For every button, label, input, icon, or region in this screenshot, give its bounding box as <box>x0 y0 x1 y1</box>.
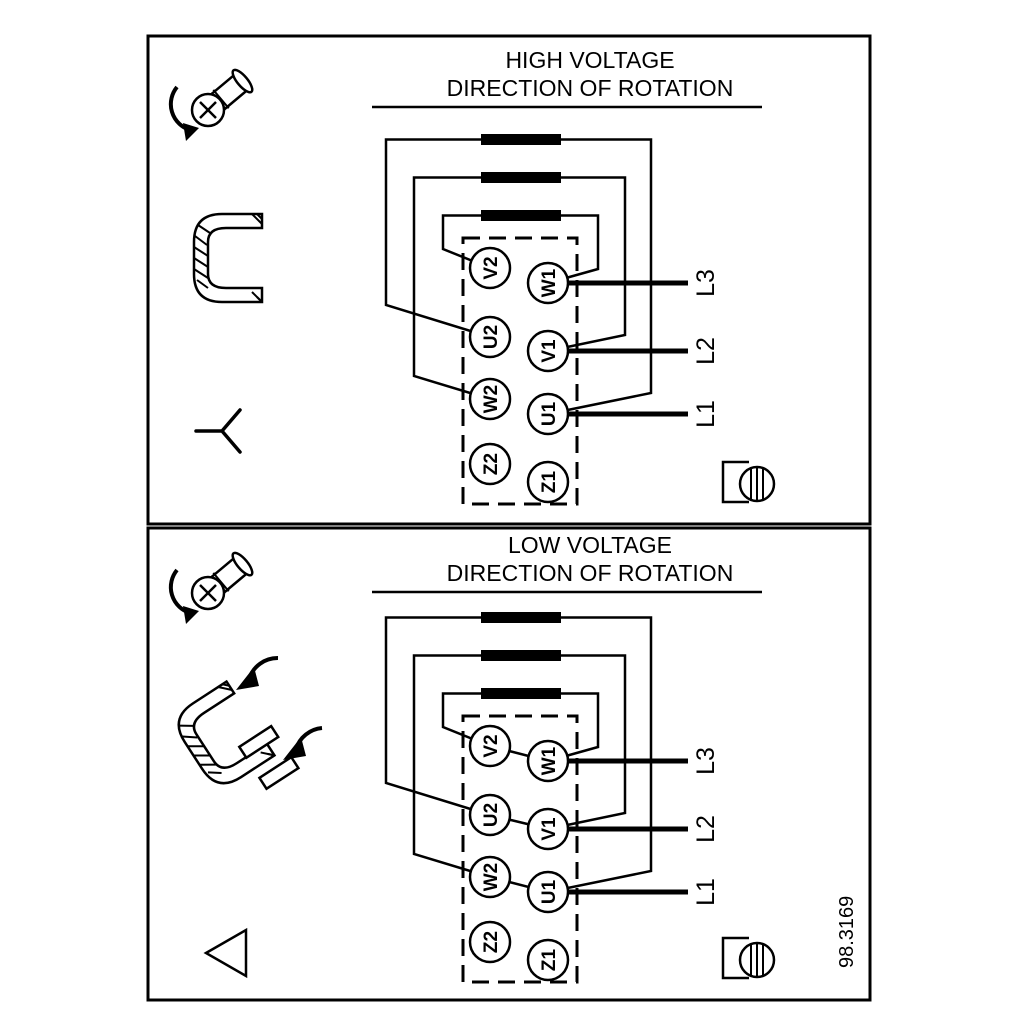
earth-terminal-icon <box>721 936 776 980</box>
jumper-wires <box>384 616 653 894</box>
supply-line-label-l2: L2 <box>692 337 720 365</box>
panel-border <box>146 526 872 1002</box>
svg-text:W2: W2 <box>481 863 502 892</box>
jumper-link-move-icon <box>168 655 323 794</box>
svg-text:Z1: Z1 <box>539 948 560 971</box>
svg-text:V1: V1 <box>539 339 560 363</box>
svg-text:V1: V1 <box>539 817 560 841</box>
terminal-w2: W2 <box>468 855 512 899</box>
panel-subtitle: DIRECTION OF ROTATION <box>447 75 734 101</box>
jumper-bar <box>481 650 561 661</box>
svg-text:W2: W2 <box>481 385 502 414</box>
jumper-link-icon <box>192 212 264 304</box>
earth-terminal-icon <box>721 460 776 504</box>
terminal-z2: Z2 <box>468 442 512 486</box>
svg-text:W1: W1 <box>539 268 560 297</box>
svg-text:U1: U1 <box>539 879 560 904</box>
figure-number: 98.3169 <box>836 896 858 968</box>
supply-line-label-l3: L3 <box>692 269 720 297</box>
terminal-u2: U2 <box>468 793 512 837</box>
terminal-v1: V1 <box>526 807 570 851</box>
panel-title: HIGH VOLTAGE <box>505 47 674 73</box>
jumper-wires <box>384 138 653 416</box>
terminal-v2: V2 <box>468 724 512 768</box>
svg-text:Z2: Z2 <box>481 931 502 953</box>
terminal-u2: U2 <box>468 315 512 359</box>
supply-line-label-l1: L1 <box>692 878 720 906</box>
svg-text:V2: V2 <box>481 256 502 279</box>
svg-text:Z2: Z2 <box>481 453 502 475</box>
jumper-bar <box>481 210 561 221</box>
svg-text:W1: W1 <box>539 746 560 775</box>
terminal-z1: Z1 <box>526 938 570 982</box>
supply-line-label-l3: L3 <box>692 747 720 775</box>
svg-text:U1: U1 <box>539 401 560 426</box>
delta-symbol <box>203 927 248 979</box>
terminal-w2: W2 <box>468 377 512 421</box>
terminal-u1: U1 <box>526 392 570 436</box>
panel-subtitle: DIRECTION OF ROTATION <box>447 560 734 586</box>
screw-rotation-icon <box>168 548 258 626</box>
screw-rotation-icon <box>168 65 258 143</box>
panel-border <box>146 34 872 526</box>
supply-line-label-l2: L2 <box>692 815 720 843</box>
supply-line-label-l1: L1 <box>692 400 720 428</box>
supply-lines: L3 L2 L1 <box>548 747 720 906</box>
terminal-box <box>461 714 579 984</box>
svg-text:U2: U2 <box>481 803 502 827</box>
terminal-u1: U1 <box>526 870 570 914</box>
terminal-z2: Z2 <box>468 920 512 964</box>
panel-low-voltage: LOW VOLTAGE DIRECTION OF ROTATION L3 L2 … <box>146 526 872 1002</box>
terminal-v1: V1 <box>526 329 570 373</box>
star-symbol <box>194 408 242 454</box>
terminal-w1: W1 <box>526 739 570 783</box>
terminal-v2: V2 <box>468 246 512 290</box>
svg-text:V2: V2 <box>481 734 502 757</box>
svg-text:Z1: Z1 <box>539 470 560 493</box>
panel-title: LOW VOLTAGE <box>508 532 672 558</box>
jumper-bar <box>481 688 561 699</box>
jumper-bar <box>481 134 561 145</box>
terminal-w1: W1 <box>526 261 570 305</box>
jumper-bar <box>481 172 561 183</box>
svg-text:U2: U2 <box>481 325 502 349</box>
jumper-bar <box>481 612 561 623</box>
supply-lines: L3 L2 L1 <box>548 269 720 428</box>
terminal-z1: Z1 <box>526 460 570 504</box>
panel-high-voltage: HIGH VOLTAGE DIRECTION OF ROTATION L3 L2… <box>146 34 872 526</box>
terminal-box <box>461 236 579 506</box>
